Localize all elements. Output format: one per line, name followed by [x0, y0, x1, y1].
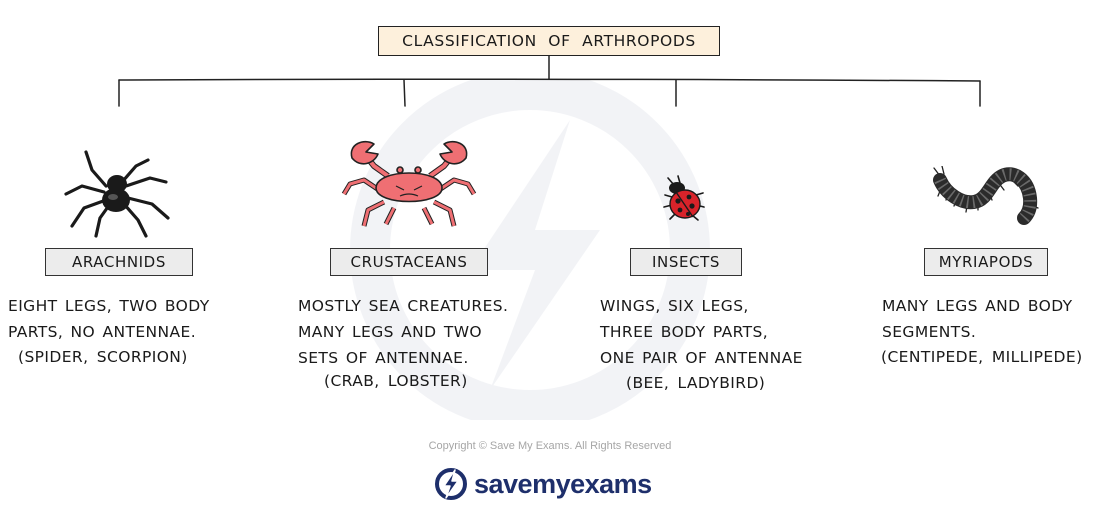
description-line: EIGHT LEGS, TWO BODY	[8, 297, 210, 315]
lightning-bolt-icon	[435, 468, 467, 500]
description-line: PARTS, NO ANTENNAE.	[8, 323, 197, 341]
crab-icon	[341, 140, 477, 227]
millipede-icon	[933, 166, 1039, 225]
description-line: WINGS, SIX LEGS,	[600, 297, 749, 315]
ladybird-icon	[663, 175, 705, 221]
group-description-arachnids: EIGHT LEGS, TWO BODY PARTS, NO ANTENNAE.	[8, 293, 210, 345]
group-label-crustaceans: CRUSTACEANS	[330, 248, 488, 276]
copyright-notice: Copyright © Save My Exams. All Rights Re…	[428, 440, 672, 452]
description-line: SETS OF ANTENNAE.	[298, 349, 469, 367]
group-examples-arachnids: (SPIDER, SCORPION)	[18, 348, 188, 366]
group-label-insects: INSECTS	[630, 248, 742, 276]
description-line: ONE PAIR OF ANTENNAE	[600, 349, 803, 367]
description-line: MANY LEGS AND BODY	[882, 297, 1073, 315]
brand-logo: savemyexams	[434, 464, 652, 504]
description-line: SEGMENTS.	[882, 323, 977, 341]
group-label-myriapods: MYRIAPODS	[924, 248, 1048, 276]
group-examples-crustaceans: (CRAB, LOBSTER)	[324, 372, 468, 390]
group-examples-insects: (BEE, LADYBIRD)	[626, 374, 766, 392]
spider-icon	[64, 150, 170, 238]
group-description-myriapods: MANY LEGS AND BODY SEGMENTS.	[882, 293, 1073, 345]
group-examples-myriapods: (CENTIPEDE, MILLIPEDE)	[881, 348, 1083, 366]
diagram-title: CLASSIFICATION OF ARTHROPODS	[378, 26, 720, 56]
brand-name: savemyexams	[474, 468, 652, 499]
connector-lines	[118, 55, 981, 107]
description-line: MANY LEGS AND TWO	[298, 323, 483, 341]
description-line: THREE BODY PARTS,	[600, 323, 769, 341]
group-label-arachnids: ARACHNIDS	[45, 248, 193, 276]
description-line: MOSTLY SEA CREATURES.	[298, 297, 509, 315]
group-description-crustaceans: MOSTLY SEA CREATURES. MANY LEGS AND TWO …	[298, 293, 508, 371]
group-description-insects: WINGS, SIX LEGS, THREE BODY PARTS, ONE P…	[600, 293, 803, 371]
